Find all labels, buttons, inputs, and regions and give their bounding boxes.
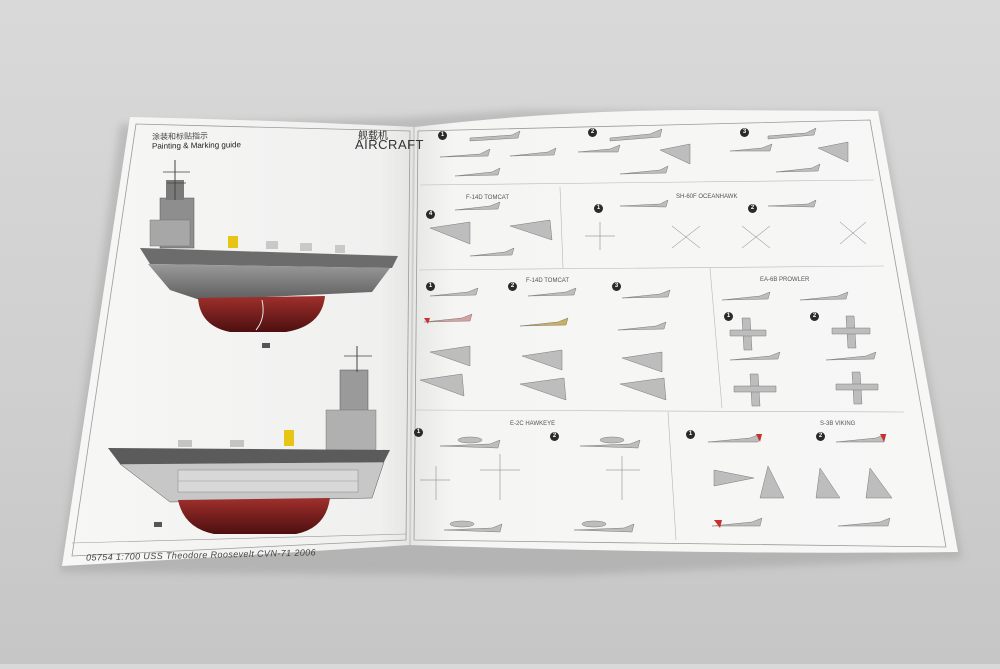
step-number: 2 bbox=[816, 432, 825, 441]
step-number: 1 bbox=[594, 204, 603, 213]
step-number: 1 bbox=[724, 312, 733, 321]
carrier-profile-bottom bbox=[108, 346, 390, 534]
step-number: 2 bbox=[810, 312, 819, 321]
step-number: 3 bbox=[740, 128, 749, 137]
section-title-cn: 舰载机 bbox=[358, 131, 388, 142]
page-fold bbox=[409, 126, 415, 546]
panel-title-f14-mid: F-14D TOMCAT bbox=[526, 278, 570, 284]
step-number: 2 bbox=[748, 204, 757, 213]
step-number: 1 bbox=[438, 131, 447, 140]
step-number: 1 bbox=[686, 430, 695, 439]
panel-title-s3b: S-3B VIKING bbox=[820, 421, 856, 427]
right-border bbox=[413, 119, 947, 548]
step-number: 2 bbox=[588, 128, 597, 137]
panel-title-sh60: SH-60F OCEANHAWK bbox=[676, 194, 738, 200]
guide-title-en: Painting & Marking guide bbox=[152, 140, 241, 151]
panel-grid bbox=[415, 179, 905, 541]
left-border bbox=[71, 123, 411, 557]
carrier-profile-top bbox=[140, 160, 398, 348]
step-number: 3 bbox=[612, 282, 621, 291]
panel-title-e2c: E-2C HAWKEYE bbox=[510, 421, 556, 427]
step-number: 1 bbox=[426, 282, 435, 291]
section-title-en: AIRCRAFT bbox=[355, 137, 424, 152]
panel-title-ea6b: EA-6B PROWLER bbox=[760, 277, 810, 283]
step-number: 1 bbox=[414, 428, 423, 437]
step-number: 2 bbox=[508, 282, 517, 291]
step-number: 4 bbox=[426, 210, 435, 219]
aircraft-sketches bbox=[419, 127, 893, 533]
red-tail-marks bbox=[424, 318, 886, 528]
step-number: 2 bbox=[550, 432, 559, 441]
panel-title-f14-top: F-14D TOMCAT bbox=[466, 195, 510, 201]
